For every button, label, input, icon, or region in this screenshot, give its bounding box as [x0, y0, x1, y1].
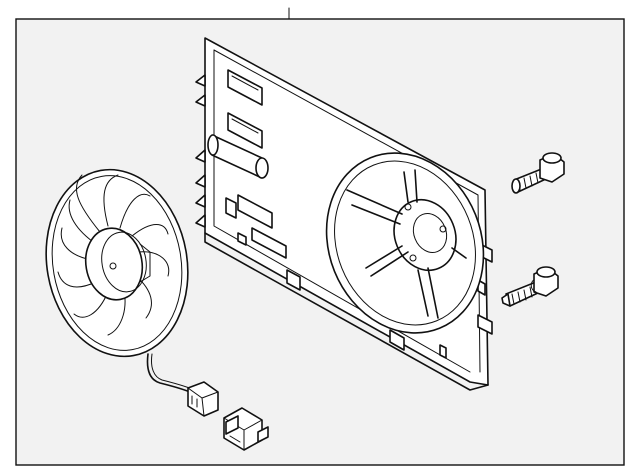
fan-assembly — [45, 168, 189, 358]
fan-shroud — [195, 37, 493, 391]
shroud-teeth — [195, 74, 206, 228]
fan-hub — [84, 227, 144, 301]
shroud-tab — [439, 344, 447, 359]
shroud-inner-edge — [213, 49, 481, 373]
shroud-cylinder — [207, 134, 269, 179]
shroud-ribs — [225, 69, 287, 259]
shroud-bottom-lip — [204, 232, 489, 391]
shroud-tab — [389, 329, 405, 351]
fan-motor-side — [139, 243, 151, 283]
wiring-harness — [146, 353, 219, 417]
harness-plug — [187, 381, 219, 417]
shroud-tab — [286, 269, 301, 291]
bolt-upper — [511, 152, 565, 194]
bolt-lower — [501, 266, 559, 307]
connector — [223, 407, 269, 451]
shroud-fan-ring — [325, 152, 485, 334]
fan-center — [109, 262, 117, 270]
shroud-tab — [237, 232, 247, 246]
